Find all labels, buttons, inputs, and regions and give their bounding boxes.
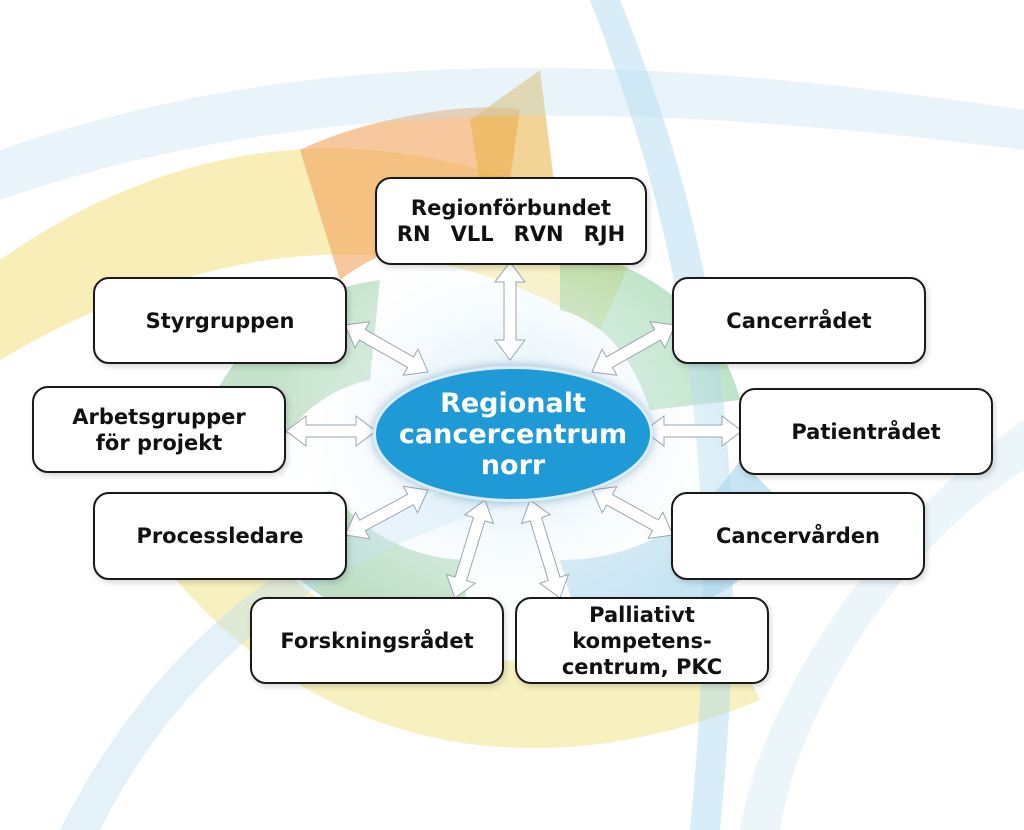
box-regionforbundet: Regionförbundet RN VLL RVN RJH (375, 177, 647, 265)
box-arbetsgrupper: Arbetsgrupper för projekt (32, 386, 286, 473)
box-label: Cancervården (715, 524, 881, 548)
arrow-arbetsgrupper (285, 415, 377, 447)
box-forskningsradet: Forskningsrådet (250, 597, 504, 684)
code-vll: VLL (450, 222, 494, 246)
arrow-regionforbundet (494, 261, 526, 361)
arrow-processledare (344, 485, 429, 540)
hub-regionalt-cancercentrum: Regionalt cancercentrum norr (373, 366, 653, 502)
box-title: Regionförbundet (410, 196, 612, 220)
arrow-styrgruppen (344, 321, 429, 376)
box-processledare: Processledare (93, 492, 347, 580)
arrow-cancerradet (591, 321, 676, 376)
code-rjh: RJH (583, 222, 626, 246)
arrow-forskningsradet (445, 499, 495, 599)
box-line: för projekt (95, 430, 223, 455)
hub-line: cancercentrum (398, 418, 628, 450)
box-line: centrum, PKC (561, 654, 723, 679)
box-pkc: Palliativt kompetens- centrum, PKC (515, 597, 769, 684)
box-cancervarden: Cancervården (671, 492, 925, 580)
member-codes: RN VLL RVN RJH (397, 221, 625, 247)
box-label: Processledare (136, 524, 304, 548)
hub-line: Regionalt (440, 387, 586, 419)
code-rvn: RVN (513, 222, 564, 246)
code-rn: RN (396, 222, 431, 246)
box-styrgruppen: Styrgruppen (93, 277, 347, 364)
box-label: Patientrådet (791, 419, 941, 444)
box-label: Cancerrådet (726, 308, 872, 333)
box-patientradet: Patientrådet (739, 388, 993, 475)
arrow-patientradet (643, 415, 743, 447)
box-line: Arbetsgrupper (72, 404, 246, 429)
box-line: Palliativt kompetens- (572, 602, 712, 653)
box-label: Styrgruppen (145, 308, 295, 333)
hub-line: norr (480, 449, 546, 481)
box-label: Forskningsrådet (280, 628, 474, 653)
arrow-pkc (520, 499, 570, 599)
arrow-cancervarden (591, 485, 674, 540)
box-cancerradet: Cancerrådet (672, 277, 926, 364)
